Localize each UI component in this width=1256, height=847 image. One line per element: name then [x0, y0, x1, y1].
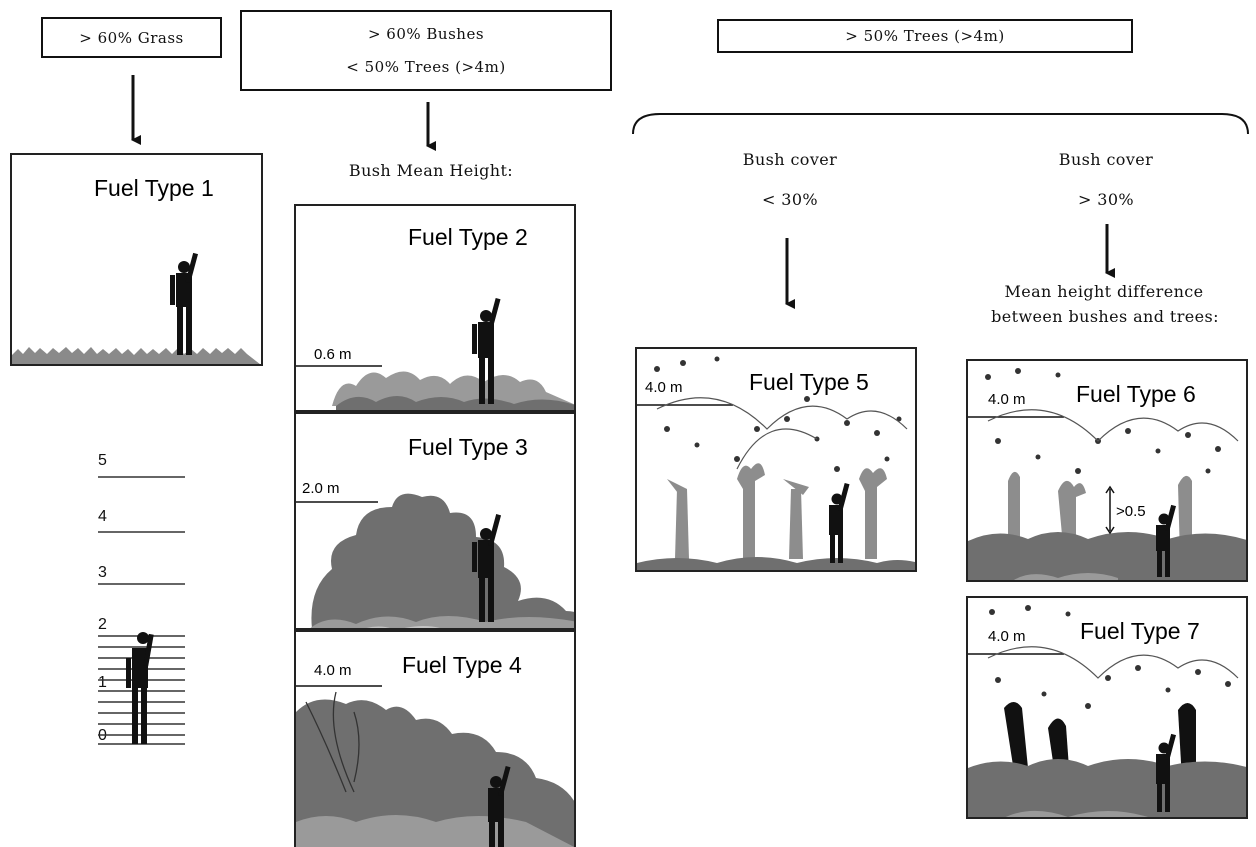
fuel-type-3-height-label: 2.0 m — [302, 480, 340, 497]
human-figure-icon — [1156, 733, 1177, 812]
trees-criterion-label: > 50% Trees (>4m) — [845, 27, 1005, 45]
human-figure-icon — [472, 514, 502, 622]
fuel-type-1-title: Fuel Type 1 — [94, 175, 214, 201]
grass-criterion-label: > 60% Grass — [79, 28, 184, 47]
bush-mean-height-label: Bush Mean Height: — [348, 161, 514, 180]
fuel-type-4-title: Fuel Type 4 — [402, 652, 522, 678]
fuel-type-3-panel: Fuel Type 3 2.0 m — [294, 412, 576, 630]
fuel-type-1-illustration — [12, 252, 260, 364]
fuel-type-7-panel: Fuel Type 7 4.0 m — [966, 596, 1248, 819]
fuel-type-6-illustration — [968, 368, 1246, 580]
bushes-criterion-box: > 60% Bushes < 50% Trees (>4m) — [240, 10, 612, 91]
scale-tick-5: 5 — [98, 452, 107, 469]
bush-cover-low-value: < 30% — [761, 190, 819, 209]
human-figure-icon — [170, 252, 199, 355]
trees-brace — [632, 113, 1249, 135]
mean-height-diff-label-1: Mean height difference — [1004, 282, 1204, 301]
scale-tick-4: 4 — [98, 508, 107, 525]
bush-cover-low-heading: Bush cover — [742, 150, 838, 169]
human-figure-icon — [488, 765, 511, 847]
fuel-type-6-height-label: 4.0 m — [988, 391, 1026, 408]
fuel-type-6-panel: Fuel Type 6 4.0 m >0.5 — [966, 359, 1248, 582]
human-figure-icon — [472, 297, 501, 404]
human-figure-icon — [829, 482, 850, 563]
scale-tick-2: 2 — [98, 616, 107, 633]
mean-height-diff-label-2: between bushes and trees: — [991, 307, 1219, 326]
fuel-type-7-height-label: 4.0 m — [988, 628, 1026, 645]
fuel-type-6-diff-label: >0.5 — [1116, 503, 1146, 520]
fuel-type-5-height-label: 4.0 m — [645, 379, 683, 396]
fuel-type-6-title: Fuel Type 6 — [1076, 381, 1196, 407]
fuel-type-1-panel: Fuel Type 1 — [10, 153, 263, 366]
fuel-type-5-illustration — [637, 356, 915, 570]
fuel-type-5-panel: Fuel Type 5 4.0 m — [635, 347, 917, 572]
fuel-type-4-height-label: 4.0 m — [314, 662, 352, 679]
fuel-type-2-height-label: 0.6 m — [314, 346, 352, 363]
fuel-type-2-title: Fuel Type 2 — [408, 224, 528, 250]
bush-cover-high-heading: Bush cover — [1058, 150, 1154, 169]
fuel-type-7-illustration — [968, 605, 1246, 817]
height-scale: 5 4 3 2 1 0 — [88, 452, 198, 752]
scale-human-figure-icon — [126, 632, 154, 744]
fuel-type-5-title: Fuel Type 5 — [749, 369, 869, 395]
bush-cover-high-value: > 30% — [1077, 190, 1135, 209]
bushes-criterion-label: > 60% Bushes — [367, 25, 485, 44]
fuel-type-4-illustration — [296, 685, 574, 847]
trees-criterion-box: > 50% Trees (>4m) — [717, 19, 1133, 53]
fuel-type-4-panel: Fuel Type 4 4.0 m — [294, 630, 576, 847]
scale-tick-3: 3 — [98, 564, 107, 581]
trees-under-criterion-label: < 50% Trees (>4m) — [346, 57, 506, 76]
fuel-type-3-title: Fuel Type 3 — [408, 434, 528, 460]
grass-criterion-box: > 60% Grass — [41, 17, 222, 58]
fuel-type-2-panel: Fuel Type 2 0.6 m — [294, 204, 576, 412]
fuel-type-2-illustration — [296, 297, 574, 410]
human-figure-icon — [1156, 504, 1177, 577]
fuel-type-3-illustration — [296, 493, 574, 628]
scale-tick-1: 1 — [98, 674, 107, 691]
fuel-type-7-title: Fuel Type 7 — [1080, 618, 1200, 644]
